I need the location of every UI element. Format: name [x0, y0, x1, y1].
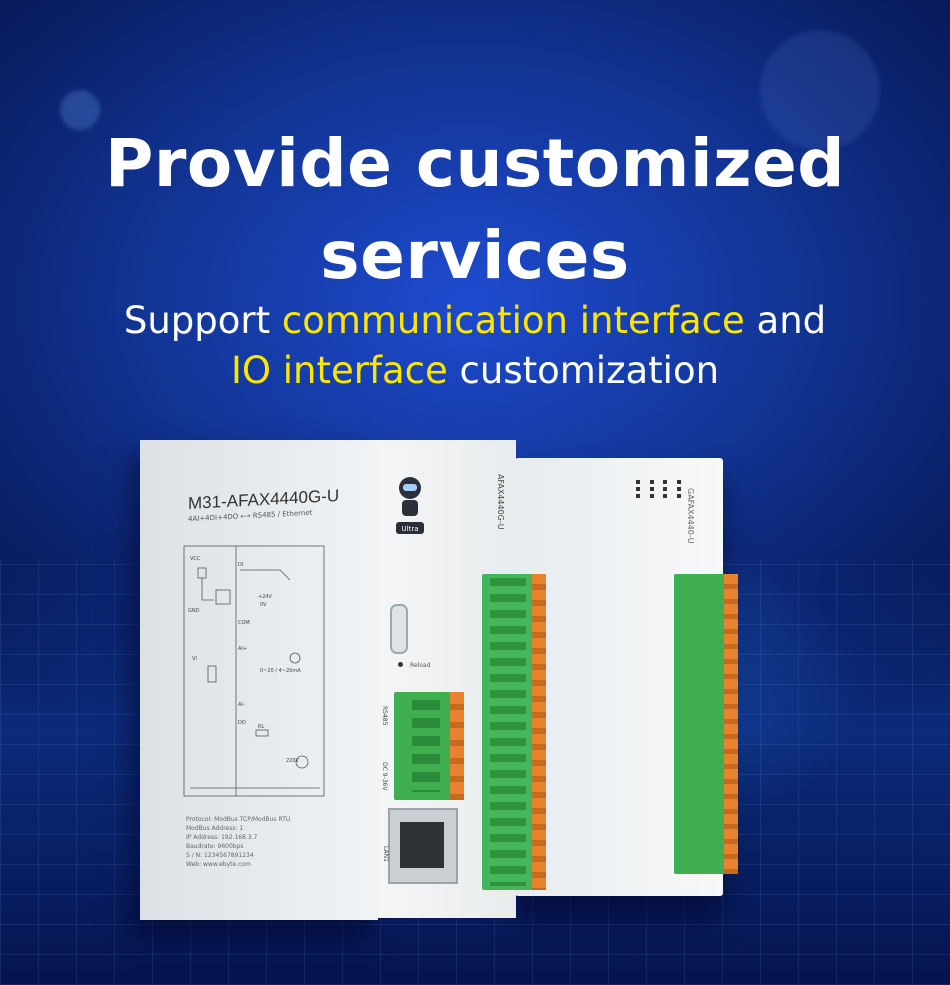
wiring-vi: VI: [192, 656, 197, 662]
ultra-badge-text: Ultra: [402, 525, 419, 533]
device-back-leds: [636, 480, 686, 498]
headline-line-1: Provide customized: [105, 125, 845, 202]
sub-highlight: communication interface: [281, 299, 745, 342]
spec-line: Web: www.ebyte.com: [186, 861, 251, 868]
reload-label: Reload: [410, 662, 431, 669]
device-front-terminal-block: [482, 574, 546, 890]
spec-line: Baudrate: 9600bps: [186, 843, 244, 850]
device-specs: Protocol: ModBus TCP/ModBus RTU ModBus A…: [186, 815, 290, 869]
rs485-terminal-block: [394, 692, 464, 800]
device-side-model: AFAX4440G-U: [496, 474, 505, 530]
wiring-do: DO: [238, 720, 246, 726]
robot-logo-icon: Ultra: [396, 477, 424, 534]
reload-button[interactable]: [398, 662, 403, 667]
usb-c-port: [390, 604, 408, 654]
wiring-ai-minus: AI-: [238, 702, 245, 708]
sub-text: and: [744, 299, 827, 342]
wiring-vcc: VCC: [190, 556, 201, 562]
wiring-current: 0~20 / 4~20mA: [260, 668, 301, 674]
power-label: DC 9-36V: [381, 762, 388, 791]
device-back-terminal-block: [674, 574, 738, 874]
wiring-diagram: VCC GND DI +24V 0V COM AI+ VI 0~20 / 4~2…: [183, 545, 325, 797]
sub-text: customization: [447, 349, 720, 392]
subheadline: Support communication interface and IO i…: [0, 296, 950, 396]
headline-line-2: services: [320, 217, 630, 294]
wiring-com: COM: [238, 620, 250, 626]
subheadline-line-2: IO interface customization: [0, 346, 950, 396]
wiring-24v: +24V: [258, 594, 273, 600]
light-glow: [60, 90, 100, 130]
spec-line: ModBus Address: 1: [186, 825, 244, 832]
device-front-side-panel: [140, 440, 378, 920]
wiring-220v: 220V: [286, 758, 300, 764]
wiring-0v: 0V: [260, 602, 267, 608]
wiring-rl: RL: [258, 724, 264, 730]
light-glow: [760, 30, 880, 150]
headline: Provide customized services: [0, 118, 950, 302]
rs485-label: RS485: [381, 706, 388, 726]
wiring-ai-plus: AI+: [238, 646, 247, 652]
subheadline-line-1: Support communication interface and: [0, 296, 950, 346]
spec-line: S / N: 1234567891234: [186, 852, 254, 859]
wiring-di: DI: [238, 562, 243, 568]
sub-highlight: IO interface: [230, 349, 448, 392]
lan-label: LAN1: [382, 846, 389, 862]
sub-text: Support: [123, 299, 282, 342]
spec-line: IP Address: 192.168.3.7: [186, 834, 258, 841]
ethernet-port: [388, 808, 458, 884]
device-back-side-model: GAFAX4440-U: [686, 488, 695, 544]
wiring-gnd: GND: [188, 608, 200, 614]
spec-line: Protocol: ModBus TCP/ModBus RTU: [186, 816, 291, 823]
